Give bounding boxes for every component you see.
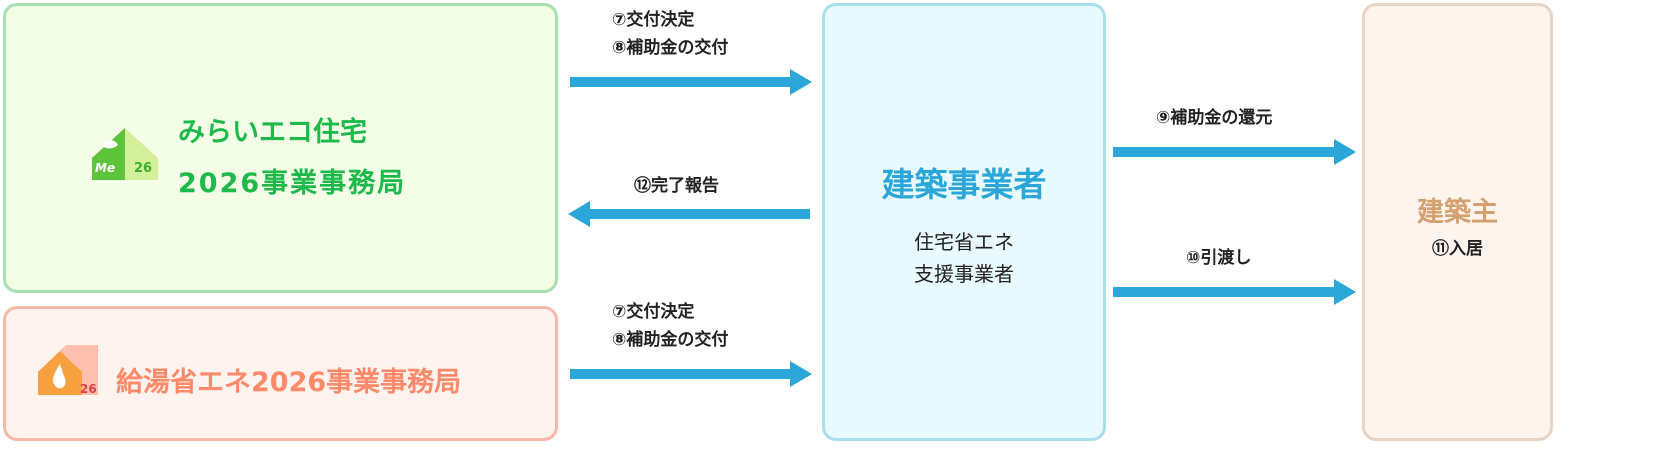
builder-sub-2: 支援事業者	[914, 262, 1014, 286]
mirai-office-name-line1: みらいエコ住宅	[178, 117, 367, 148]
builder-title: 建築事業者	[881, 165, 1047, 204]
owner-title: 建築主	[1417, 197, 1498, 228]
mirai-office-box	[3, 3, 558, 293]
kyuto-office-name: 給湯省エネ2026事業事務局	[116, 367, 462, 398]
arrow-report-label: ⑫完了報告	[634, 176, 719, 196]
mirai-logo-26: 26	[134, 161, 152, 176]
arrow-handover-label: ⑩引渡し	[1186, 248, 1252, 268]
arrow-report-left	[568, 201, 810, 227]
builder-sub-1: 住宅省エネ	[914, 230, 1014, 254]
builder-box	[822, 3, 1106, 441]
mirai-logo-me: Me	[95, 161, 115, 175]
arrow-top-right	[570, 69, 812, 95]
arrow-refund-label: ⑨補助金の還元	[1156, 108, 1273, 128]
arrow-top-label-1: ⑦交付決定	[612, 10, 695, 30]
kyuto-logo-icon	[38, 345, 98, 395]
owner-sub: ⑪入居	[1432, 239, 1483, 259]
arrow-top-label-2: ⑧補助金の交付	[612, 38, 729, 58]
arrow-handover-right	[1113, 279, 1356, 305]
kyuto-logo-26: 26	[80, 382, 97, 396]
arrow-refund-right	[1113, 139, 1356, 165]
mirai-office-name-line2: 2026事業事務局	[178, 168, 407, 199]
owner-box	[1362, 3, 1553, 441]
mirai-logo-icon	[92, 128, 158, 180]
arrow-bottom-right	[570, 361, 812, 387]
arrow-bottom-label-2: ⑧補助金の交付	[612, 330, 729, 350]
arrow-bottom-label-1: ⑦交付決定	[612, 302, 695, 322]
